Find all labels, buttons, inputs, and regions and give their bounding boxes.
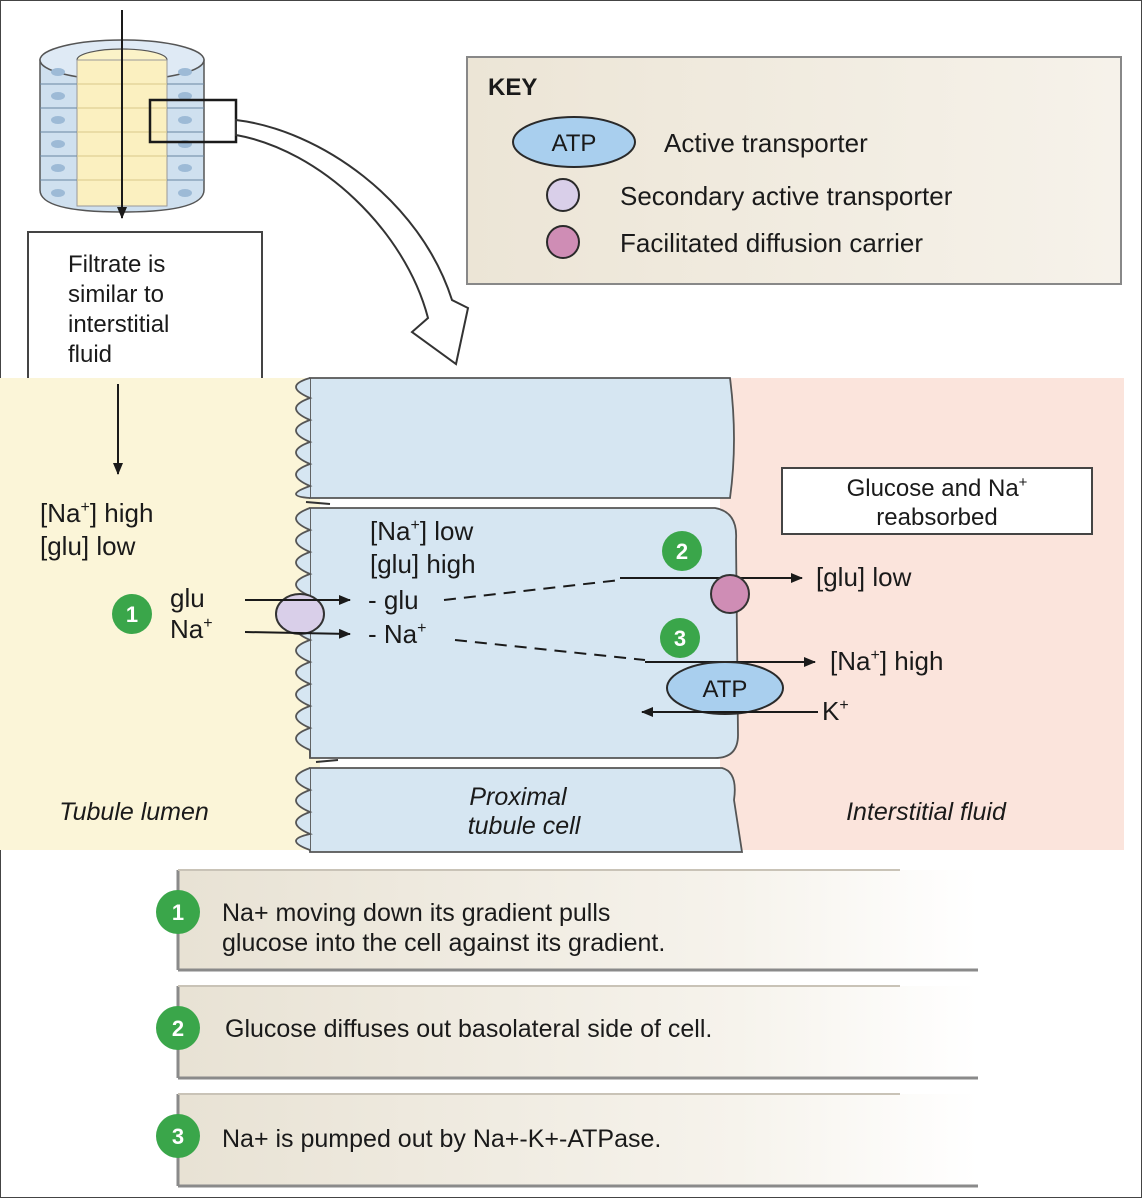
key-secondary-transporter-label: Secondary active transporter xyxy=(620,181,953,211)
svg-text:3: 3 xyxy=(172,1124,184,1149)
cell-na-concentration: [Na+] low xyxy=(370,516,473,546)
proximal-tubule-cells xyxy=(295,377,744,853)
interstitial-fluid-region xyxy=(720,378,1124,850)
reabsorbed-note-box: Glucose and Na+ reabsorbed xyxy=(781,467,1093,535)
step-1-explanation: 1 Na+ moving down its gradient pulls glu… xyxy=(156,869,978,972)
tubule-cylinder-illustration xyxy=(39,10,470,366)
key-atp-text: ATP xyxy=(552,130,597,157)
tubule-lumen-label: Tubule lumen xyxy=(59,798,209,826)
key-title: KEY xyxy=(488,74,537,101)
svg-text:glucose into the cell against: glucose into the cell against its gradie… xyxy=(222,929,665,957)
svg-text:similar to: similar to xyxy=(68,281,164,308)
atp-transporter-symbol xyxy=(512,116,636,168)
svg-text:1: 1 xyxy=(172,900,184,925)
svg-text:Filtrate is: Filtrate is xyxy=(68,251,165,278)
svg-text:Glucose diffuses out basolater: Glucose diffuses out basolateral side of… xyxy=(225,1015,712,1043)
svg-text:reabsorbed: reabsorbed xyxy=(876,504,997,531)
interstitial-glu-concentration: [glu] low xyxy=(816,562,912,592)
tubule-lumen-region xyxy=(0,378,320,850)
svg-text:Na+ moving down its gradient p: Na+ moving down its gradient pulls xyxy=(222,899,610,927)
step-2-explanation: 2 Glucose diffuses out basolateral side … xyxy=(156,985,978,1080)
filtrate-note-box: Filtrate is similar to interstitial flui… xyxy=(27,231,263,383)
svg-text:2: 2 xyxy=(676,539,688,564)
step-3-explanation: 3 Na+ is pumped out by Na+-K+-ATPase. xyxy=(156,1093,978,1188)
key-panel: KEY ATP Active transporter Secondary act… xyxy=(466,56,1122,285)
tight-junctions xyxy=(305,501,339,763)
cell-glu-label: - glu xyxy=(368,585,419,615)
interstitial-fluid-label: Interstitial fluid xyxy=(846,798,1007,826)
svg-text:interstitial: interstitial xyxy=(68,311,169,338)
svg-text:2: 2 xyxy=(172,1016,184,1041)
step-2-badge xyxy=(662,531,702,571)
step-1-badge xyxy=(112,594,152,634)
lumen-na-concentration: [Na+] high xyxy=(40,498,153,528)
step-3-badge xyxy=(660,618,700,658)
svg-text:Glucose and Na+: Glucose and Na+ xyxy=(847,474,1028,502)
proximal-cell-label-2: tubule cell xyxy=(468,812,582,840)
svg-text:fluid: fluid xyxy=(68,341,112,368)
lumen-glu-concentration: [glu] low xyxy=(40,531,136,561)
lumen-na-label: Na+ xyxy=(170,614,213,644)
cell-na-label: - Na+ xyxy=(368,619,426,649)
interstitial-k-label: K+ xyxy=(822,696,849,726)
svg-text:ATP: ATP xyxy=(703,676,748,703)
proximal-cell-label-1: Proximal xyxy=(469,783,568,811)
svg-text:Na+ is pumped out by Na+-K+-AT: Na+ is pumped out by Na+-K+-ATPase. xyxy=(222,1125,661,1153)
cell-glu-concentration: [glu] high xyxy=(370,549,476,579)
interstitial-na-concentration: [Na+] high xyxy=(830,646,943,676)
key-facilitated-carrier-label: Facilitated diffusion carrier xyxy=(620,228,923,258)
facilitated-diffusion-carrier-symbol xyxy=(546,225,580,259)
key-active-transporter-label: Active transporter xyxy=(664,128,868,158)
svg-text:3: 3 xyxy=(674,626,686,651)
na-k-atpase-pump xyxy=(666,661,784,715)
lumen-glu-label: glu xyxy=(170,583,205,613)
secondary-active-transporter-symbol xyxy=(546,178,580,212)
facilitated-diffusion-carrier xyxy=(710,574,750,614)
svg-text:1: 1 xyxy=(126,602,138,627)
